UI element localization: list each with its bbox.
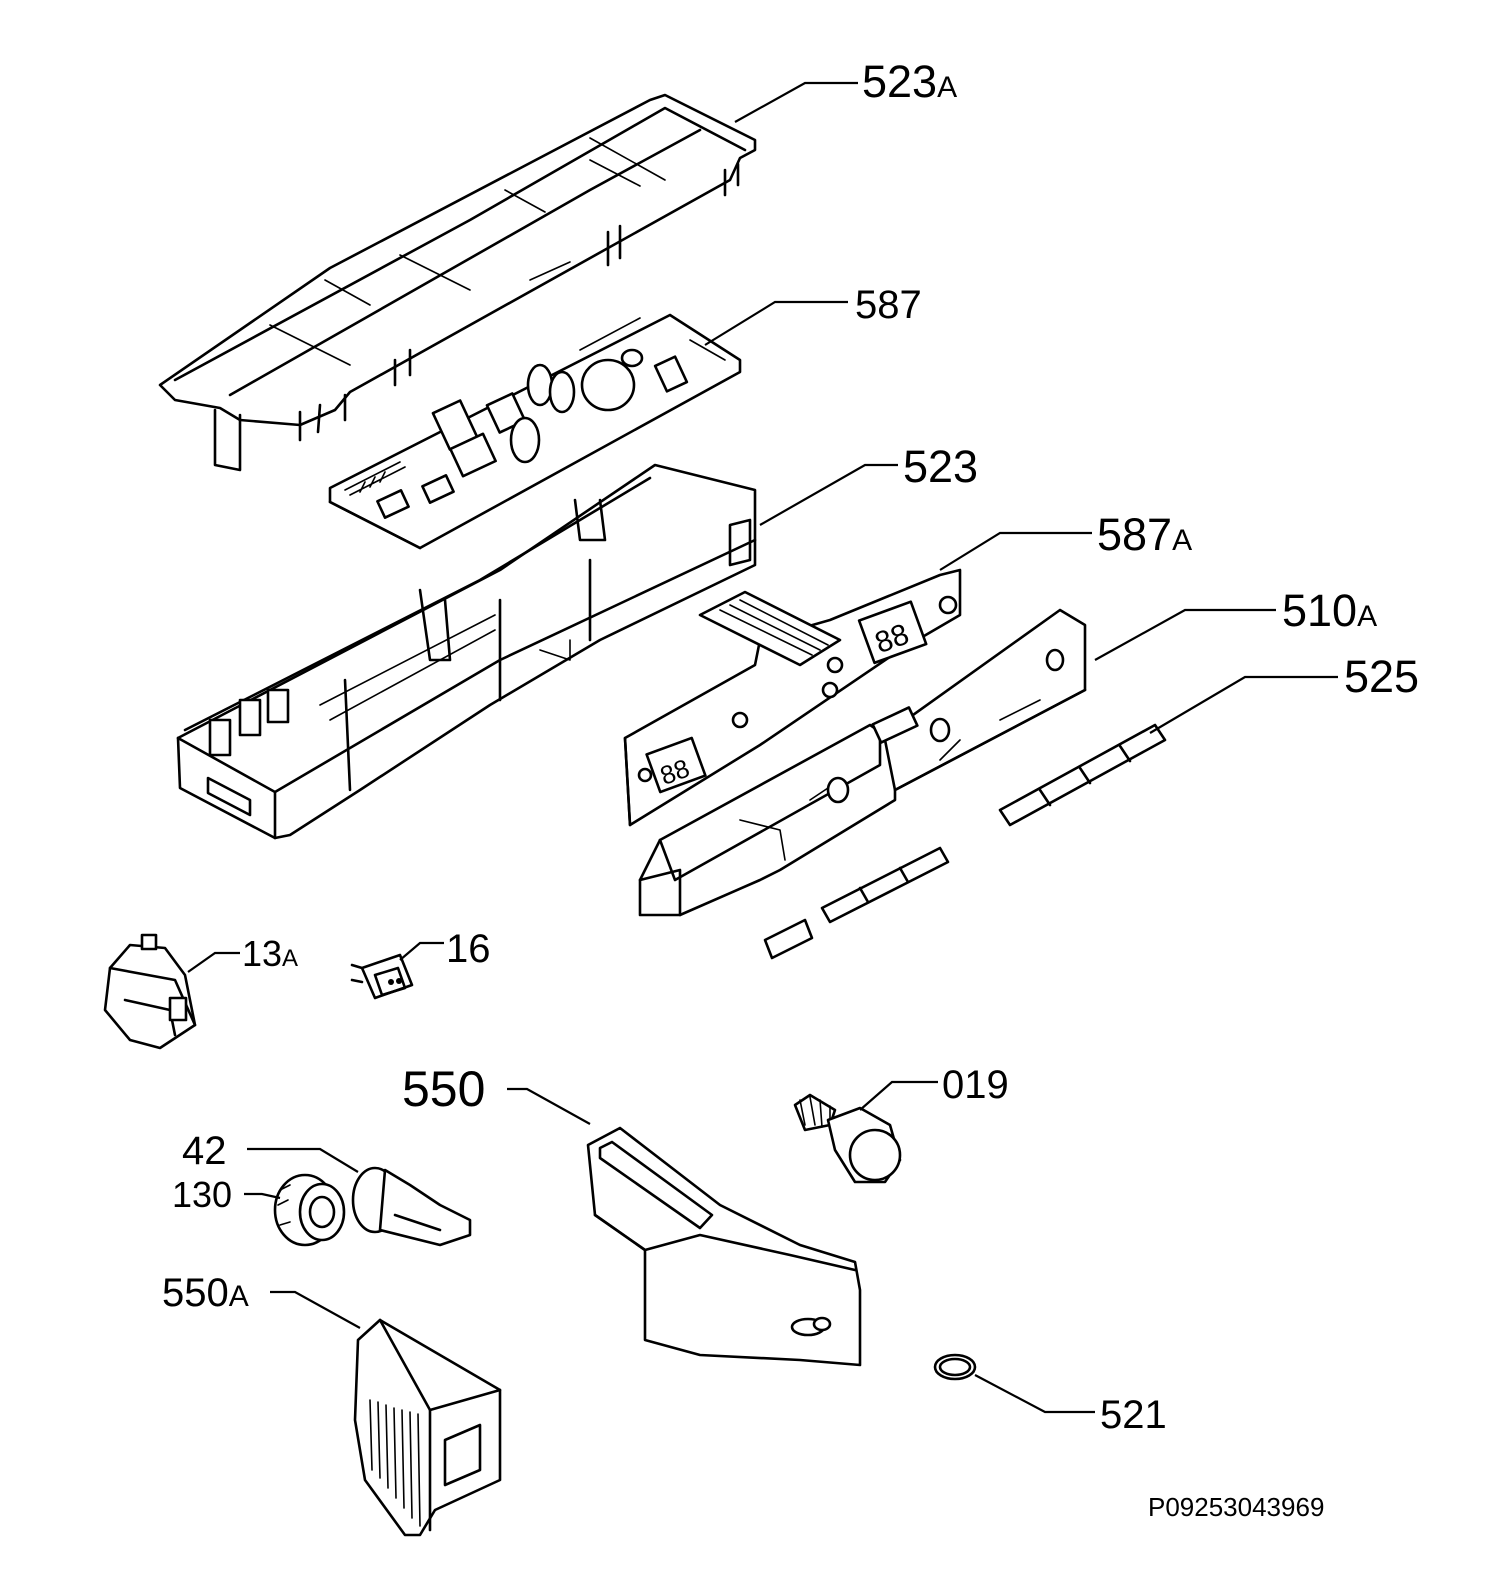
callout-labels: 523A 587 523 587A 510A 525 13A 16 550 01…: [162, 56, 1419, 1522]
part-16-switch: [350, 953, 414, 1000]
label-13a: 13A: [242, 933, 298, 974]
label-521: 521: [1100, 1393, 1167, 1437]
label-550: 550: [402, 1061, 485, 1117]
part-13a-switch: [103, 933, 197, 1050]
part-587a-display-pcb: 88 88: [623, 568, 962, 827]
label-523a: 523A: [862, 56, 957, 107]
part-019-bulb: [793, 1093, 902, 1184]
part-42-knob-shaft: [351, 1166, 472, 1247]
label-42: 42: [182, 1129, 227, 1173]
label-587a: 587A: [1097, 509, 1192, 560]
label-510a: 510A: [1282, 585, 1377, 636]
leader-lines: [187, 81, 1338, 1414]
label-16: 16: [446, 927, 491, 971]
drawing-code: P09253043969: [1148, 1492, 1324, 1522]
label-019: 019: [942, 1063, 1009, 1107]
label-550a: 550A: [162, 1271, 249, 1315]
part-510a-button-frame: [638, 608, 1087, 917]
label-587: 587: [855, 283, 922, 327]
part-523-housing: [176, 463, 757, 840]
part-550-handle: [586, 1126, 862, 1367]
label-523: 523: [903, 441, 978, 492]
label-525: 525: [1344, 651, 1419, 702]
part-130-knob-ring: [273, 1173, 346, 1247]
part-525-key-strips: [763, 723, 1167, 960]
part-587-main-pcb: [328, 313, 742, 550]
part-550a-end-cap: [353, 1318, 502, 1537]
part-521-o-ring: [933, 1353, 977, 1381]
label-130: 130: [172, 1174, 232, 1215]
part-523a-top-cover: [158, 93, 757, 472]
